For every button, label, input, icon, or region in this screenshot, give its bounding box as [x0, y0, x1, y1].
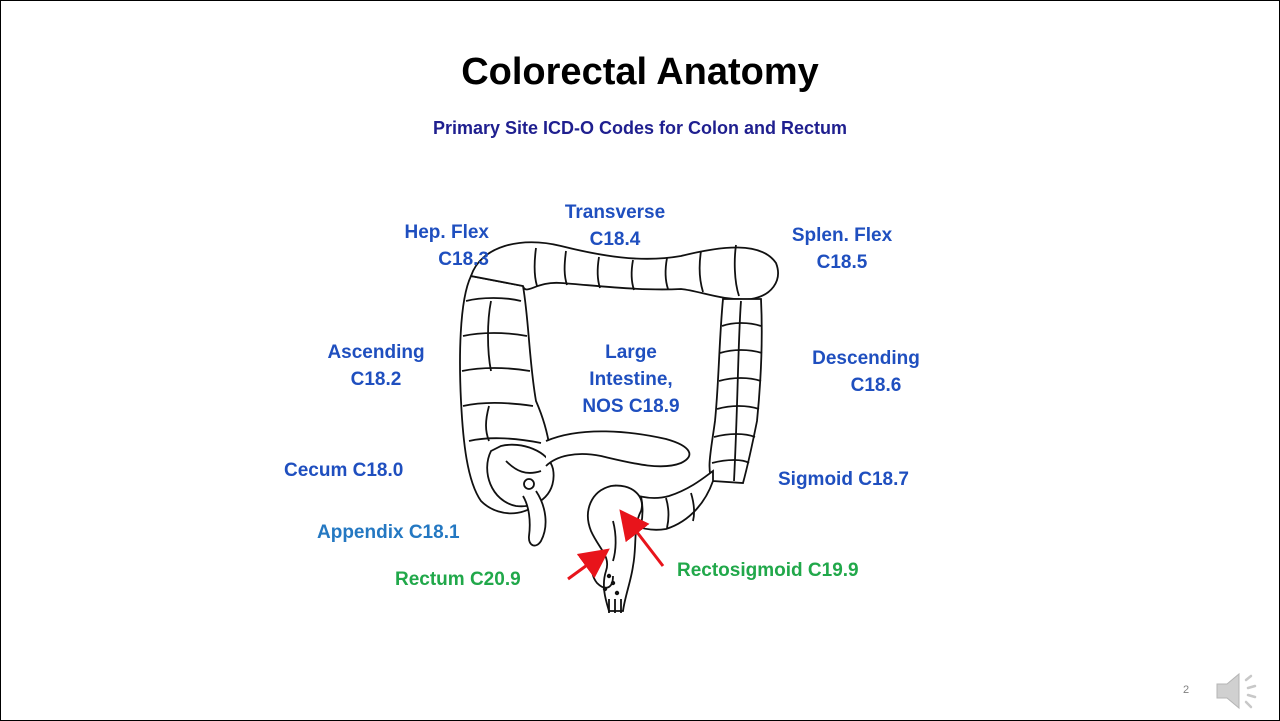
descending-colon — [709, 299, 762, 483]
rectum — [588, 486, 642, 613]
appendix-label: Appendix C18.1 — [317, 519, 460, 546]
small-intestine — [546, 431, 689, 466]
cecum-label: Cecum C18.0 — [284, 457, 403, 484]
large-intestine-label: Large Intestine, NOS C18.9 — [563, 339, 699, 420]
rectosigmoid-label: Rectosigmoid C19.9 — [677, 557, 859, 584]
transverse-name: Transverse — [561, 199, 669, 226]
ascending-name: Ascending — [311, 339, 441, 366]
sigmoid-label: Sigmoid C18.7 — [778, 466, 909, 493]
rectum-arrow — [568, 552, 605, 579]
large-intestine-line2: Intestine, — [563, 366, 699, 393]
splen-flex-name: Splen. Flex — [777, 222, 907, 249]
descending-label: Descending C18.6 — [791, 345, 941, 399]
large-intestine-line1: Large — [563, 339, 699, 366]
large-intestine-line3: NOS C18.9 — [563, 393, 699, 420]
descending-name: Descending — [791, 345, 941, 372]
hep-flex-name: Hep. Flex — [371, 219, 489, 246]
ascending-code: C18.2 — [311, 366, 441, 393]
splen-flex-label: Splen. Flex C18.5 — [777, 222, 907, 276]
hep-flex-code: C18.3 — [371, 246, 489, 273]
page-number: 2 — [1183, 684, 1189, 696]
splen-flex-code: C18.5 — [777, 249, 907, 276]
rectum-label: Rectum C20.9 — [395, 566, 521, 593]
transverse-label: Transverse C18.4 — [561, 199, 669, 253]
ascending-label: Ascending C18.2 — [311, 339, 441, 393]
hep-flex-label: Hep. Flex C18.3 — [371, 219, 489, 273]
transverse-code: C18.4 — [561, 226, 669, 253]
descending-code: C18.6 — [791, 372, 941, 399]
speaker-icon[interactable] — [1213, 671, 1267, 711]
